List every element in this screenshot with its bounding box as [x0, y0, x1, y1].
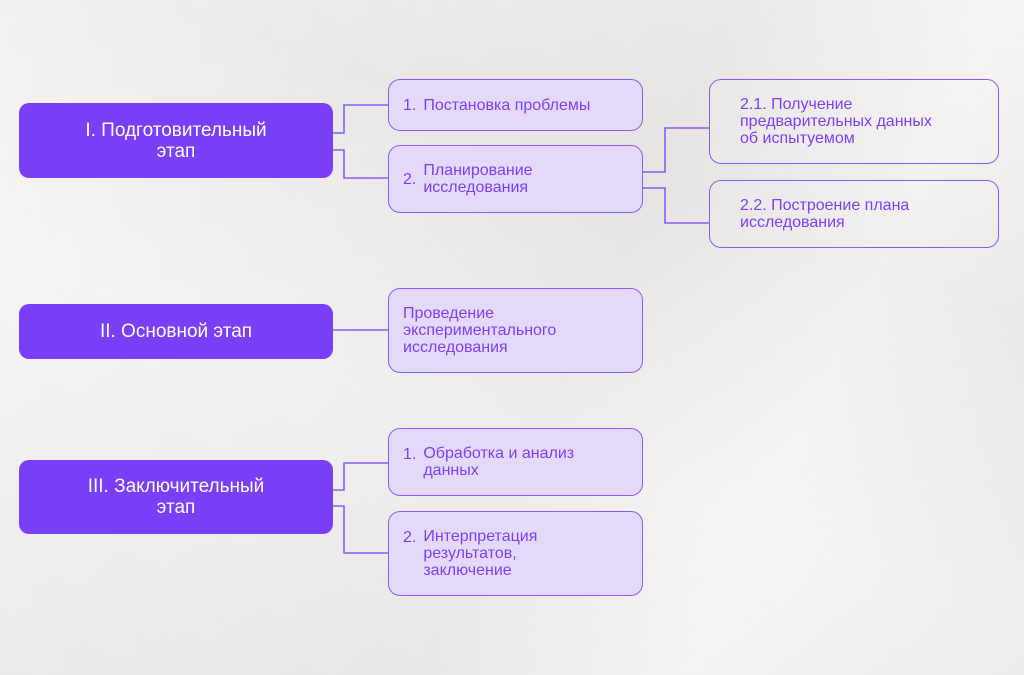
substep-text: 2.1. Получение предварительных данных об… [740, 96, 932, 147]
step-number: 1. [403, 446, 417, 463]
step-interpretation: 2. Интерпретация результатов, заключение [388, 511, 643, 596]
step-problem-statement: 1. Постановка проблемы [388, 79, 643, 131]
step-text: Постановка проблемы [423, 96, 591, 114]
step-research-planning: 2. Планирование исследования [388, 145, 643, 213]
substep-preliminary-data: 2.1. Получение предварительных данных об… [709, 79, 999, 164]
step-number: 2. [403, 529, 417, 546]
stage-final: III. Заключительный этап [19, 460, 333, 534]
substep-text: 2.2. Построение плана исследования [740, 197, 910, 231]
substep-research-plan: 2.2. Построение плана исследования [709, 180, 999, 248]
step-text: Обработка и анализ данных [423, 445, 575, 479]
step-text: Планирование исследования [423, 162, 533, 196]
step-number: 1. [403, 96, 417, 114]
step-data-analysis: 1. Обработка и анализ данных [388, 428, 643, 496]
stage-label: I. Подготовительный этап [85, 119, 267, 162]
step-text: Проведение экспериментального исследован… [403, 305, 557, 356]
step-experimental-research: Проведение экспериментального исследован… [388, 288, 643, 373]
step-number: 2. [403, 170, 417, 188]
stage-label: II. Основной этап [99, 321, 253, 342]
stage-label: III. Заключительный этап [87, 476, 265, 518]
step-text: Интерпретация результатов, заключение [423, 528, 538, 579]
stage-preparatory: I. Подготовительный этап [19, 103, 333, 178]
stage-main: II. Основной этап [19, 304, 333, 359]
